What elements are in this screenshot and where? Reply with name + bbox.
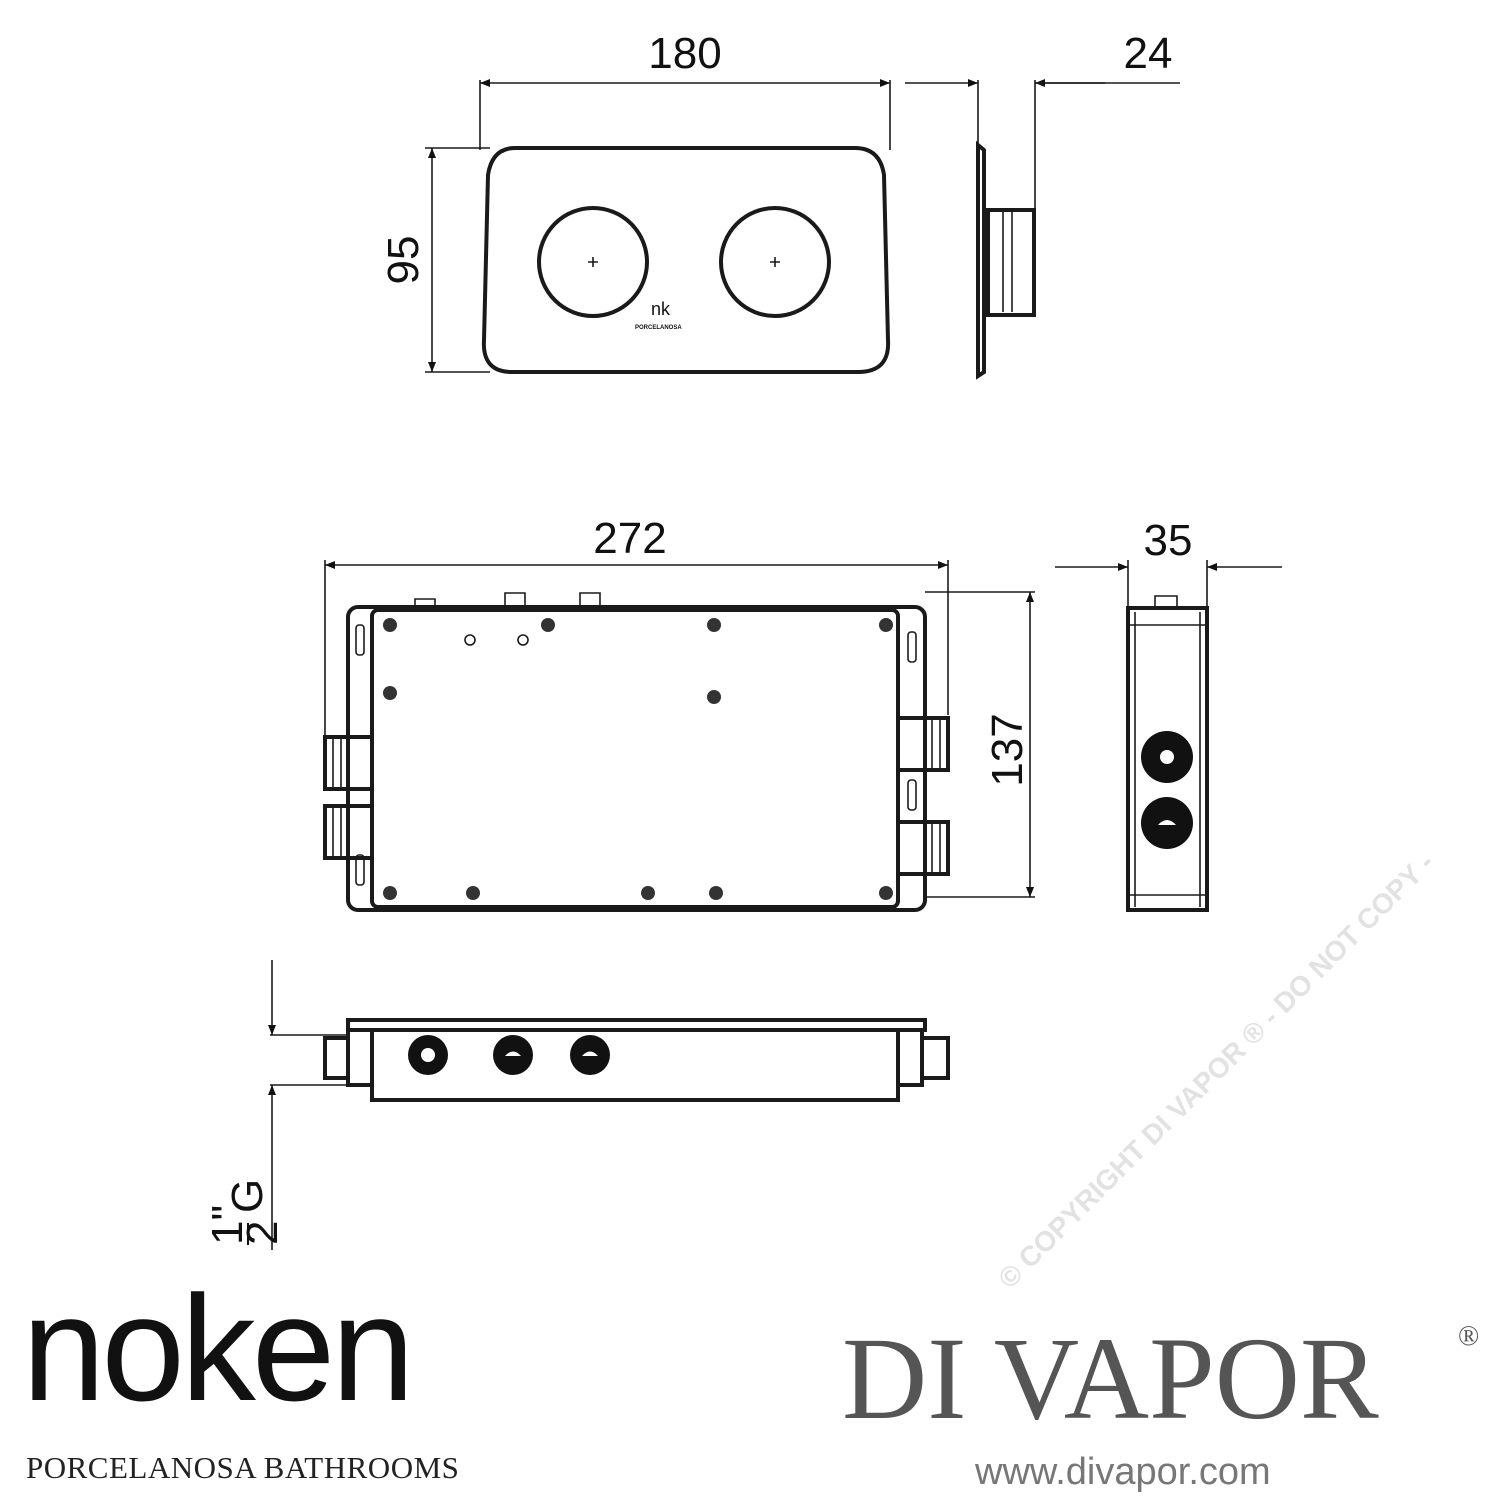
control-knob-left (537, 206, 649, 318)
noken-logo: noken (22, 1264, 411, 1432)
svg-text:1": 1" (203, 1205, 252, 1245)
control-knob-right (719, 206, 831, 318)
screw-icon (383, 618, 397, 632)
screw-icon (707, 690, 721, 704)
screw-icon (466, 886, 480, 900)
divapor-logo: DI VAPOR (842, 1313, 1379, 1444)
dim-272: 272 (593, 514, 666, 563)
brand-tagline: PORCELANOSA BATHROOMS (26, 1450, 459, 1485)
svg-text:2: 2 (238, 1221, 287, 1245)
screw-icon (541, 618, 555, 632)
plate-mark: nk (651, 299, 671, 319)
dim-137: 137 (983, 713, 1032, 786)
screw-icon (709, 886, 723, 900)
watermark-text: © COPYRIGHT DI VAPOR ® - DO NOT COPY - (992, 847, 1439, 1294)
screw-icon (879, 886, 893, 900)
box-side-view (1126, 595, 1209, 912)
screw-icon (707, 618, 721, 632)
registered-mark: ® (1458, 1321, 1479, 1352)
box-bottom-view: 1" 2 G (203, 960, 950, 1250)
plate-side-view (976, 140, 1036, 380)
box-front-view (323, 592, 950, 912)
dim-24: 24 (1124, 29, 1173, 78)
divapor-url: www.divapor.com (974, 1451, 1271, 1493)
dim-plate: 180 95 24 (379, 29, 1180, 373)
screw-icon (383, 686, 397, 700)
svg-text:G: G (223, 1179, 272, 1213)
screw-icon (383, 886, 397, 900)
dim-thread: 1" 2 G (203, 1179, 287, 1245)
dim-box: 272 137 35 (324, 514, 1282, 898)
screw-icon (641, 886, 655, 900)
dim-35: 35 (1144, 516, 1193, 565)
dim-180: 180 (648, 29, 721, 78)
dim-95: 95 (379, 236, 428, 285)
plate-front-view: nk PORCELANOSA (481, 146, 891, 374)
plate-brand: PORCELANOSA (635, 325, 682, 331)
screw-icon (879, 618, 893, 632)
